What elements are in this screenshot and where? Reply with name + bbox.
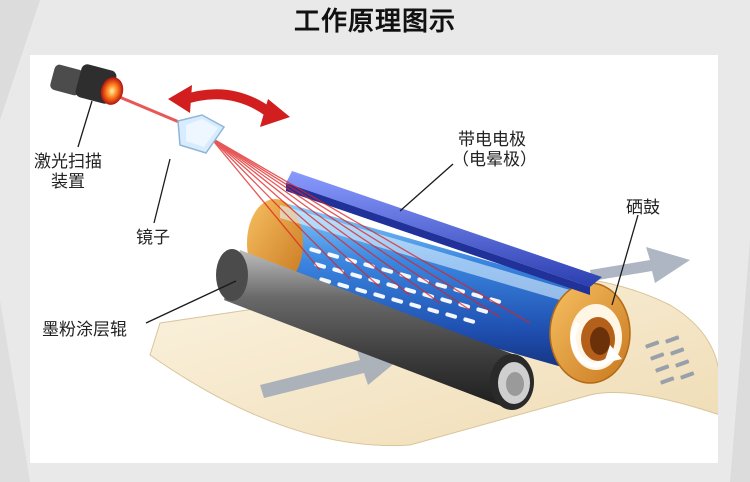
charging-electrode-bar — [286, 171, 602, 295]
paper-feed-arrow-icon — [260, 247, 690, 398]
printer-diagram — [50, 64, 718, 447]
laser-unit-icon — [50, 64, 124, 105]
laser-scanner-label-line1: 激光扫描 — [34, 152, 102, 172]
laser-scanner-label-line2: 装置 — [51, 172, 85, 192]
leader-lines — [77, 100, 639, 324]
mirror-icon — [177, 114, 226, 154]
drum-label: 硒鼓 — [626, 198, 660, 218]
charger-label-line1: 带电电极 — [458, 130, 526, 150]
toner-roller-label: 墨粉涂层辊 — [42, 320, 127, 340]
page-title: 工作原理图示 — [293, 7, 456, 37]
laser-scanner-label: 激光扫描 装置 — [34, 152, 102, 192]
laser-beams — [109, 91, 531, 324]
charger-label-line2: （电晕极） — [452, 150, 537, 170]
rotation-arrow-icon — [570, 321, 622, 368]
toner-roller — [216, 249, 534, 410]
charger-label: 带电电极 （电晕极） — [452, 130, 537, 170]
mirror-label: 镜子 — [136, 228, 170, 248]
scan-swing-arrow-icon — [168, 85, 290, 127]
